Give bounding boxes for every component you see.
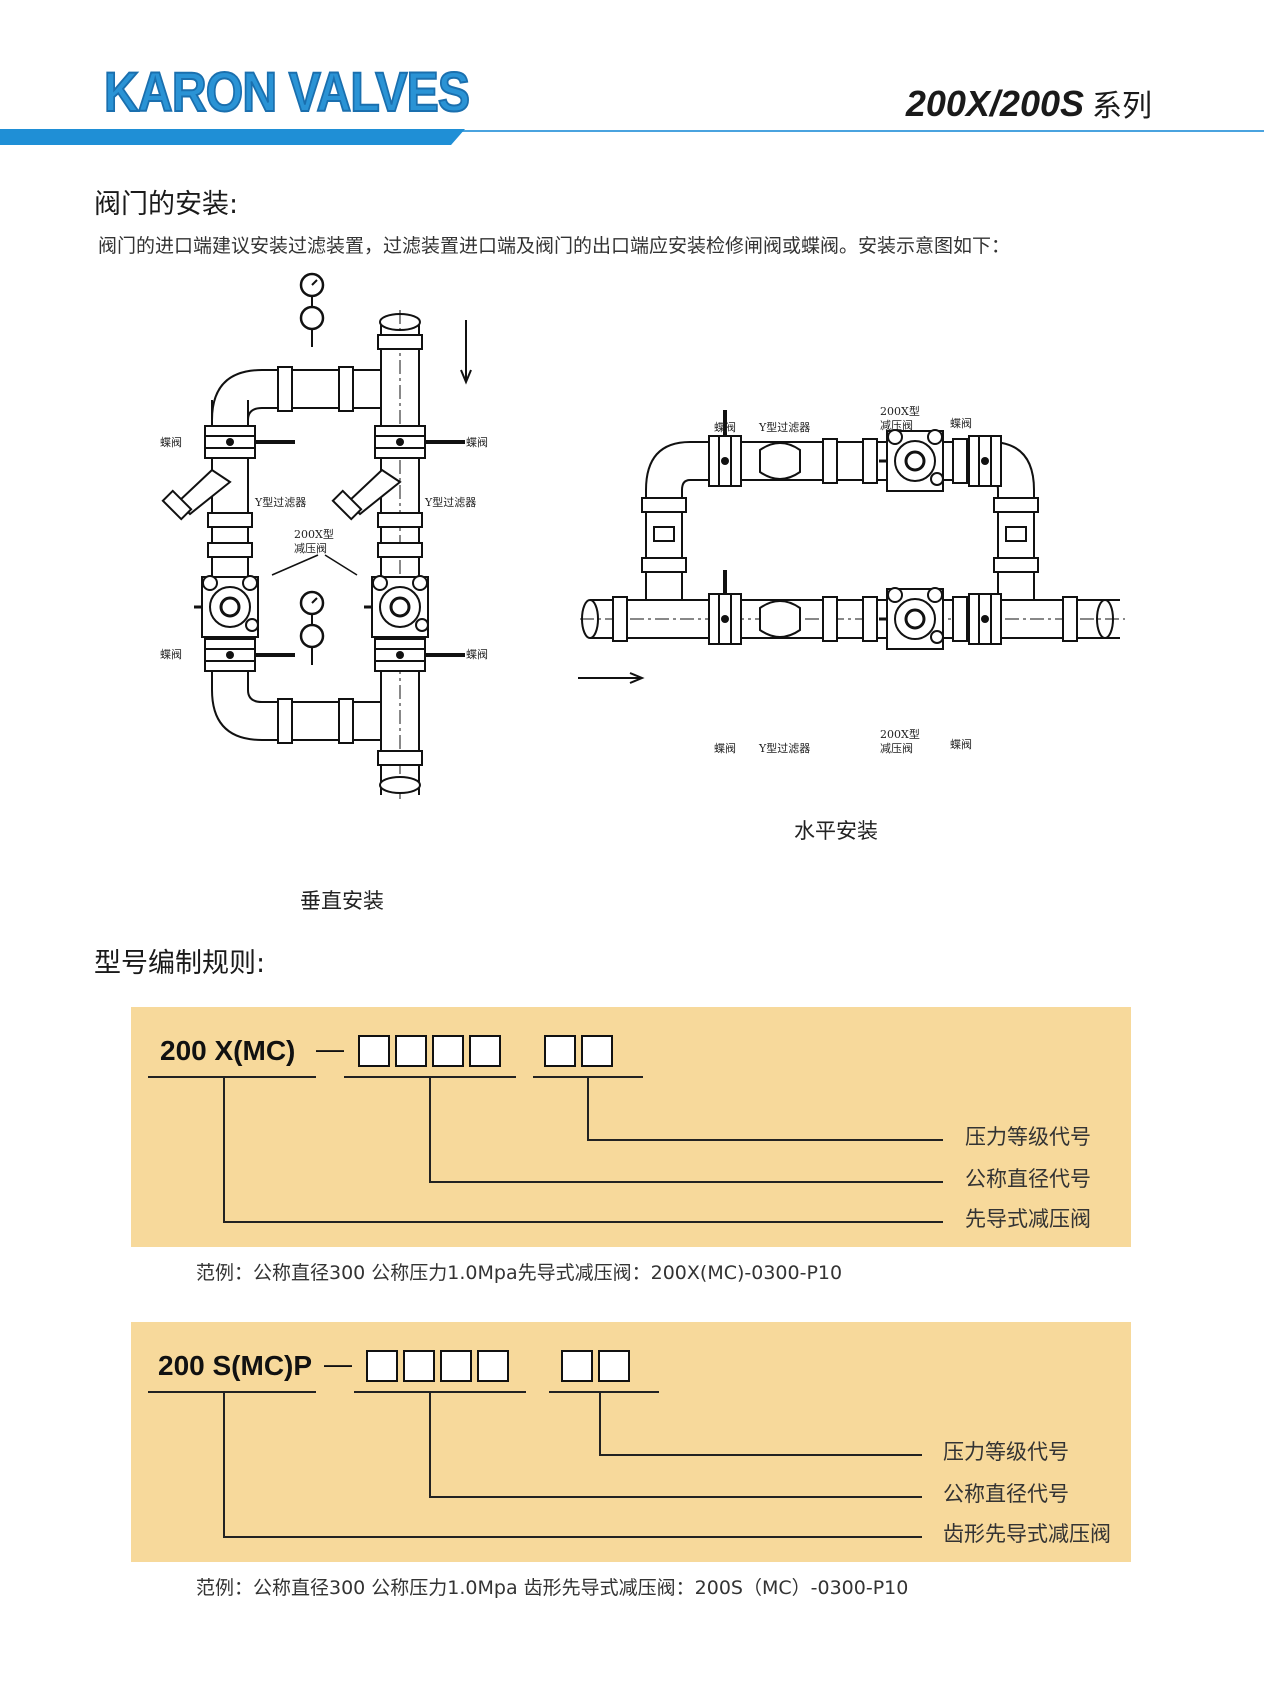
code-x-leader-model bbox=[223, 1076, 225, 1223]
code-x-label-dn: 公称直径代号 bbox=[965, 1167, 1091, 1191]
v-label-butterfly-3: 蝶阀 bbox=[160, 647, 182, 661]
code-s-model: 200 S(MC)P bbox=[158, 1350, 313, 1381]
code-s-leader-model bbox=[223, 1391, 225, 1538]
code-x-dn-digit bbox=[469, 1035, 501, 1067]
code-x-dn-digit bbox=[432, 1035, 464, 1067]
h-label-butterfly-1: 蝶阀 bbox=[714, 420, 736, 434]
code-s-underline-dn bbox=[354, 1391, 526, 1393]
code-s-underline-pn bbox=[549, 1391, 659, 1393]
v-label-butterfly-2: 蝶阀 bbox=[466, 435, 488, 449]
code-s-dash: — bbox=[324, 1348, 352, 1379]
series-word: 系列 bbox=[1092, 89, 1152, 124]
code-s-leader-model-h bbox=[223, 1536, 922, 1538]
code-s-dn-digit bbox=[403, 1350, 435, 1382]
series-model: 200X/200S bbox=[905, 83, 1084, 124]
code-s-leader-pn bbox=[599, 1391, 601, 1456]
h-label-strainer-2: Y型过滤器 bbox=[758, 741, 810, 755]
code-s-pn-digit bbox=[598, 1350, 630, 1382]
h-label-butterfly-3: 蝶阀 bbox=[714, 741, 736, 755]
code-x-model: 200 X(MC) bbox=[160, 1035, 296, 1066]
code-x-label-type: 先导式减压阀 bbox=[965, 1207, 1091, 1231]
h-label-prv-1a: 200X型 bbox=[880, 404, 920, 418]
v-label-prv-2: 减压阀 bbox=[294, 541, 327, 555]
install-description: 阀门的进口端建议安装过滤装置，过滤装置进口端及阀门的出口端应安装检修闸阀或蝶阀。… bbox=[98, 235, 1011, 257]
code-x-dash: — bbox=[316, 1033, 344, 1064]
code-x-leader-model-h bbox=[223, 1221, 943, 1223]
h-label-prv-2a: 200X型 bbox=[880, 727, 920, 741]
v-label-butterfly-1: 蝶阀 bbox=[160, 435, 182, 449]
code-x-pn-digit bbox=[581, 1035, 613, 1067]
code-s-underline-model bbox=[148, 1391, 316, 1393]
code-s-label-dn: 公称直径代号 bbox=[943, 1482, 1069, 1506]
v-label-strainer-2: Y型过滤器 bbox=[424, 495, 476, 509]
h-label-prv-1b: 减压阀 bbox=[880, 418, 913, 432]
code-x-label-pn: 压力等级代号 bbox=[965, 1125, 1091, 1149]
code-x-underline-model bbox=[148, 1076, 316, 1078]
code-s-dn-digit bbox=[477, 1350, 509, 1382]
code-x-leader-dn-h bbox=[429, 1181, 943, 1183]
code-s-example: 范例：公称直径300 公称压力1.0Mpa 齿形先导式减压阀：200S（MC）-… bbox=[196, 1577, 909, 1599]
code-s-label-type: 齿形先导式减压阀 bbox=[943, 1522, 1111, 1546]
installation-diagram: 蝶阀 蝶阀 蝶阀 蝶阀 Y型过滤器 Y型过滤器 200X型 减压阀 bbox=[160, 272, 1125, 800]
install-heading: 阀门的安装: bbox=[94, 189, 239, 220]
code-x-dn-digit bbox=[395, 1035, 427, 1067]
h-label-strainer-1: Y型过滤器 bbox=[758, 420, 810, 434]
code-s-dn-digit bbox=[366, 1350, 398, 1382]
code-s-dn-digit bbox=[440, 1350, 472, 1382]
code-x-leader-pn bbox=[587, 1076, 589, 1141]
v-label-butterfly-4: 蝶阀 bbox=[466, 647, 488, 661]
brand-logo: KARON VALVES bbox=[103, 60, 471, 123]
header-rule bbox=[0, 130, 1264, 132]
code-x-leader-dn bbox=[429, 1076, 431, 1183]
code-x-dn-digit bbox=[358, 1035, 390, 1067]
code-x-leader-pn-h bbox=[587, 1139, 943, 1141]
h-label-butterfly-4: 蝶阀 bbox=[950, 737, 972, 751]
code-x-pn-digit bbox=[544, 1035, 576, 1067]
v-label-prv-1: 200X型 bbox=[294, 527, 334, 541]
code-box-x: 200 X(MC) — 压力等级代号 公称直径代号 先导式减压阀 bbox=[131, 1007, 1131, 1247]
code-s-label-pn: 压力等级代号 bbox=[943, 1440, 1069, 1464]
code-s-leader-dn-h bbox=[429, 1496, 922, 1498]
caption-horizontal: 水平安装 bbox=[794, 819, 878, 843]
code-s-leader-pn-h bbox=[599, 1454, 922, 1456]
caption-vertical: 垂直安装 bbox=[300, 889, 384, 913]
v-label-strainer-1: Y型过滤器 bbox=[254, 495, 306, 509]
code-box-s: 200 S(MC)P — 压力等级代号 公称直径代号 齿形先导式减压阀 bbox=[131, 1322, 1131, 1562]
code-x-example: 范例：公称直径300 公称压力1.0Mpa先导式减压阀：200X(MC)-030… bbox=[196, 1262, 843, 1284]
code-s-pn-digit bbox=[561, 1350, 593, 1382]
h-label-prv-2b: 减压阀 bbox=[880, 741, 913, 755]
header-accent-bar bbox=[0, 129, 465, 145]
code-s-leader-dn bbox=[429, 1391, 431, 1498]
coding-heading: 型号编制规则: bbox=[94, 948, 266, 979]
h-label-butterfly-2: 蝶阀 bbox=[950, 416, 972, 430]
